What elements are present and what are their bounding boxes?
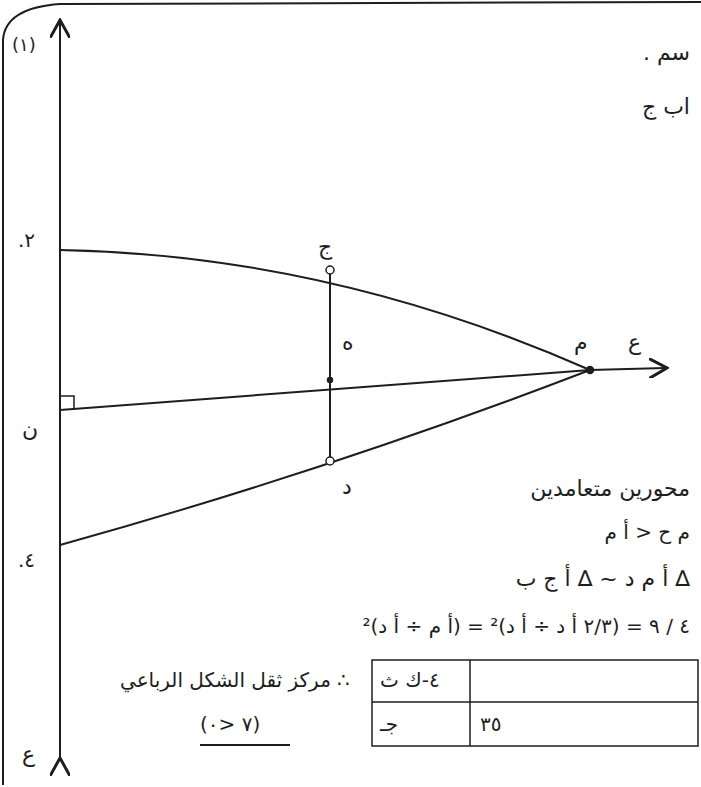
point-marker bbox=[326, 266, 334, 274]
point-label: ج bbox=[318, 234, 332, 260]
right-angle-mark bbox=[60, 396, 74, 410]
table-frame bbox=[372, 660, 698, 746]
underline bbox=[200, 744, 290, 746]
table-cell: ٤-ك ث bbox=[380, 668, 440, 692]
point-label: ه bbox=[342, 330, 354, 356]
point-label: م bbox=[574, 330, 588, 356]
point-marker bbox=[328, 378, 333, 383]
table-rule bbox=[372, 701, 698, 703]
note-text: (٧ <٠) bbox=[200, 712, 260, 736]
point-label: ن bbox=[22, 416, 38, 442]
table-cell: ٣٥ bbox=[480, 712, 501, 736]
note-text: ∆ أ م د ~ ∆ أ ج ب bbox=[516, 566, 690, 592]
point-marker bbox=[326, 457, 334, 465]
note-text: ∴ مركز ثقل الشكل الرباعي bbox=[120, 668, 350, 692]
lower-curve bbox=[60, 370, 590, 545]
note-text: سم . bbox=[643, 40, 690, 66]
vertical-axis bbox=[59, 22, 61, 760]
note-text: محورين متعامدين bbox=[530, 476, 690, 502]
axis-label: ع bbox=[628, 330, 641, 356]
point-label: ٢. bbox=[18, 228, 35, 252]
upper-curve bbox=[60, 250, 590, 370]
note-text: اب ج bbox=[642, 94, 690, 120]
table-rule bbox=[469, 660, 471, 746]
equation-text: ٤ / ٩ = (٢/٣ أ د ÷ أ د)² = (أ م ÷ أ د)² bbox=[363, 614, 690, 638]
axis-label: (١) bbox=[12, 34, 36, 56]
vertical-segment bbox=[329, 272, 331, 459]
axis-label: ع bbox=[22, 742, 35, 768]
point-marker bbox=[587, 367, 594, 374]
middle-curve bbox=[60, 370, 590, 410]
page-frame bbox=[3, 2, 701, 785]
note-text: م ح < أ م bbox=[605, 520, 690, 544]
horizontal-axis bbox=[590, 368, 665, 370]
point-label: د bbox=[342, 474, 352, 500]
table-cell: جـ bbox=[380, 712, 398, 736]
point-label: ٤. bbox=[18, 548, 35, 572]
